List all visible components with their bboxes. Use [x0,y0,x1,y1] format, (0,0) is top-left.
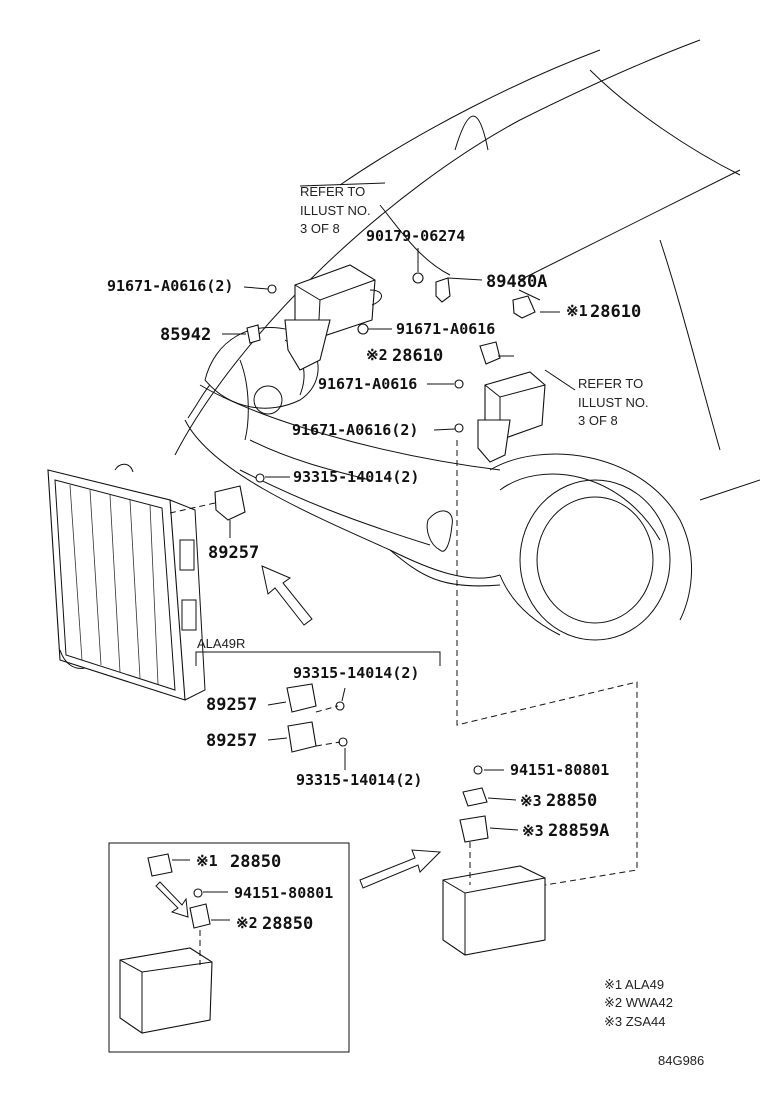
callout-28610-2: 28610 [392,346,443,366]
callout-28850-inset-1: 28850 [230,852,281,872]
refer-note-line2: ILLUST NO. [300,203,371,218]
callout-91671-a0616-mid: 91671-A0616 [396,320,495,338]
refer-note-line1: REFER TO [578,376,643,391]
callout-93315-14014-g2: 93315-14014(2) [296,771,422,789]
refer-note-line3: 3 OF 8 [300,221,340,236]
callout-91671-a0616-2-low: 91671-A0616(2) [292,421,418,439]
ala49r-bracket [195,651,441,666]
figure-code: 84G986 [658,1053,704,1068]
callout-91671-a0616-low: 91671-A0616 [318,375,417,393]
sensor-parts [214,272,536,521]
vehicle-outline [174,39,760,641]
legend-item-3: ※3 ZSA44 [604,1014,665,1029]
callout-89257-main: 89257 [208,543,259,563]
mark-2: ※2 [236,914,258,932]
radiator-assembly [47,463,216,701]
callout-91671-a0616-2-top: 91671-A0616(2) [107,277,233,295]
callout-28859a: 28859A [548,821,609,841]
callout-94151-80801-inset: 94151-80801 [234,884,333,902]
callout-94151-80801-right: 94151-80801 [510,761,609,779]
dashed-connector [456,440,638,886]
ala49r-group-parts [286,683,348,753]
refer-note-top: REFER TO ILLUST NO. 3 OF 8 [300,184,371,236]
callout-89257-g2: 89257 [206,731,257,751]
callout-89480a: 89480A [486,272,547,292]
callout-28850-inset-2: 28850 [262,914,313,934]
direction-arrows [261,565,442,889]
callout-28610-1: 28610 [590,302,641,322]
mark-2: ※2 [366,346,388,364]
refer-note-line2: ILLUST NO. [578,395,649,410]
callout-89257-g1: 89257 [206,695,257,715]
callout-93315-14014-main: 93315-14014(2) [293,468,419,486]
leader-lines [172,182,576,921]
legend: ※1 ALA49 ※2 WWA42 ※3 ZSA44 [604,977,673,1029]
mark-1: ※1 [566,302,588,320]
relay-box-top [284,264,382,371]
callout-90179-06274: 90179-06274 [366,227,465,245]
group-label-ala49r: ALA49R [197,636,245,651]
inset-box [108,842,350,1053]
relay-box-right [477,371,546,463]
mark-3: ※3 [520,792,542,810]
mark-1: ※1 [196,852,218,870]
legend-item-1: ※1 ALA49 [604,977,664,992]
legend-item-2: ※2 WWA42 [604,995,673,1010]
callout-28850-right: 28850 [546,791,597,811]
mark-3: ※3 [522,822,544,840]
battery-right [442,765,546,956]
callout-85942: 85942 [160,325,211,345]
refer-note-right: REFER TO ILLUST NO. 3 OF 8 [578,376,649,428]
refer-note-line1: REFER TO [300,184,365,199]
refer-note-line3: 3 OF 8 [578,413,618,428]
callout-93315-14014-g1: 93315-14014(2) [293,664,419,682]
